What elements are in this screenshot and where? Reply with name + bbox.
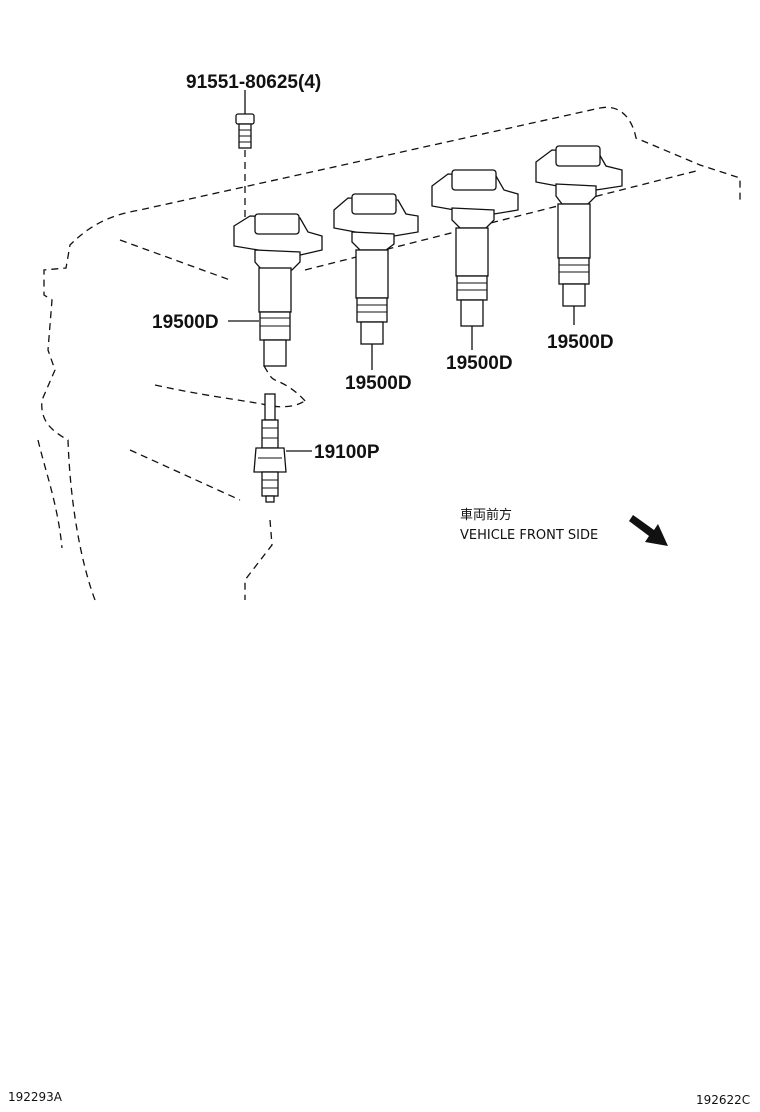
direction-japanese: 車両前方 [460, 507, 512, 523]
ignition-coil-2 [333, 193, 419, 345]
ignition-coil-3 [431, 169, 519, 327]
footer-right-code: 192622C [696, 1093, 750, 1107]
label-coil-4: 19500D [547, 332, 614, 353]
label-coil-1: 19500D [152, 312, 219, 333]
engine-head-outline [37, 106, 741, 601]
label-coil-2: 19500D [345, 373, 412, 394]
arrow-down-right-icon [629, 515, 668, 546]
bolt-part [235, 113, 255, 218]
spark-plug-part [253, 393, 287, 503]
label-coil-3: 19500D [446, 353, 513, 374]
direction-english: VEHICLE FRONT SIDE [460, 528, 598, 543]
ignition-coil-4 [535, 145, 623, 307]
ignition-coil-1 [233, 213, 323, 403]
footer-left-code: 192293A [8, 1090, 63, 1104]
label-bolt: 91551-80625(4) [186, 72, 321, 93]
label-spark-plug: 19100P [314, 442, 380, 463]
